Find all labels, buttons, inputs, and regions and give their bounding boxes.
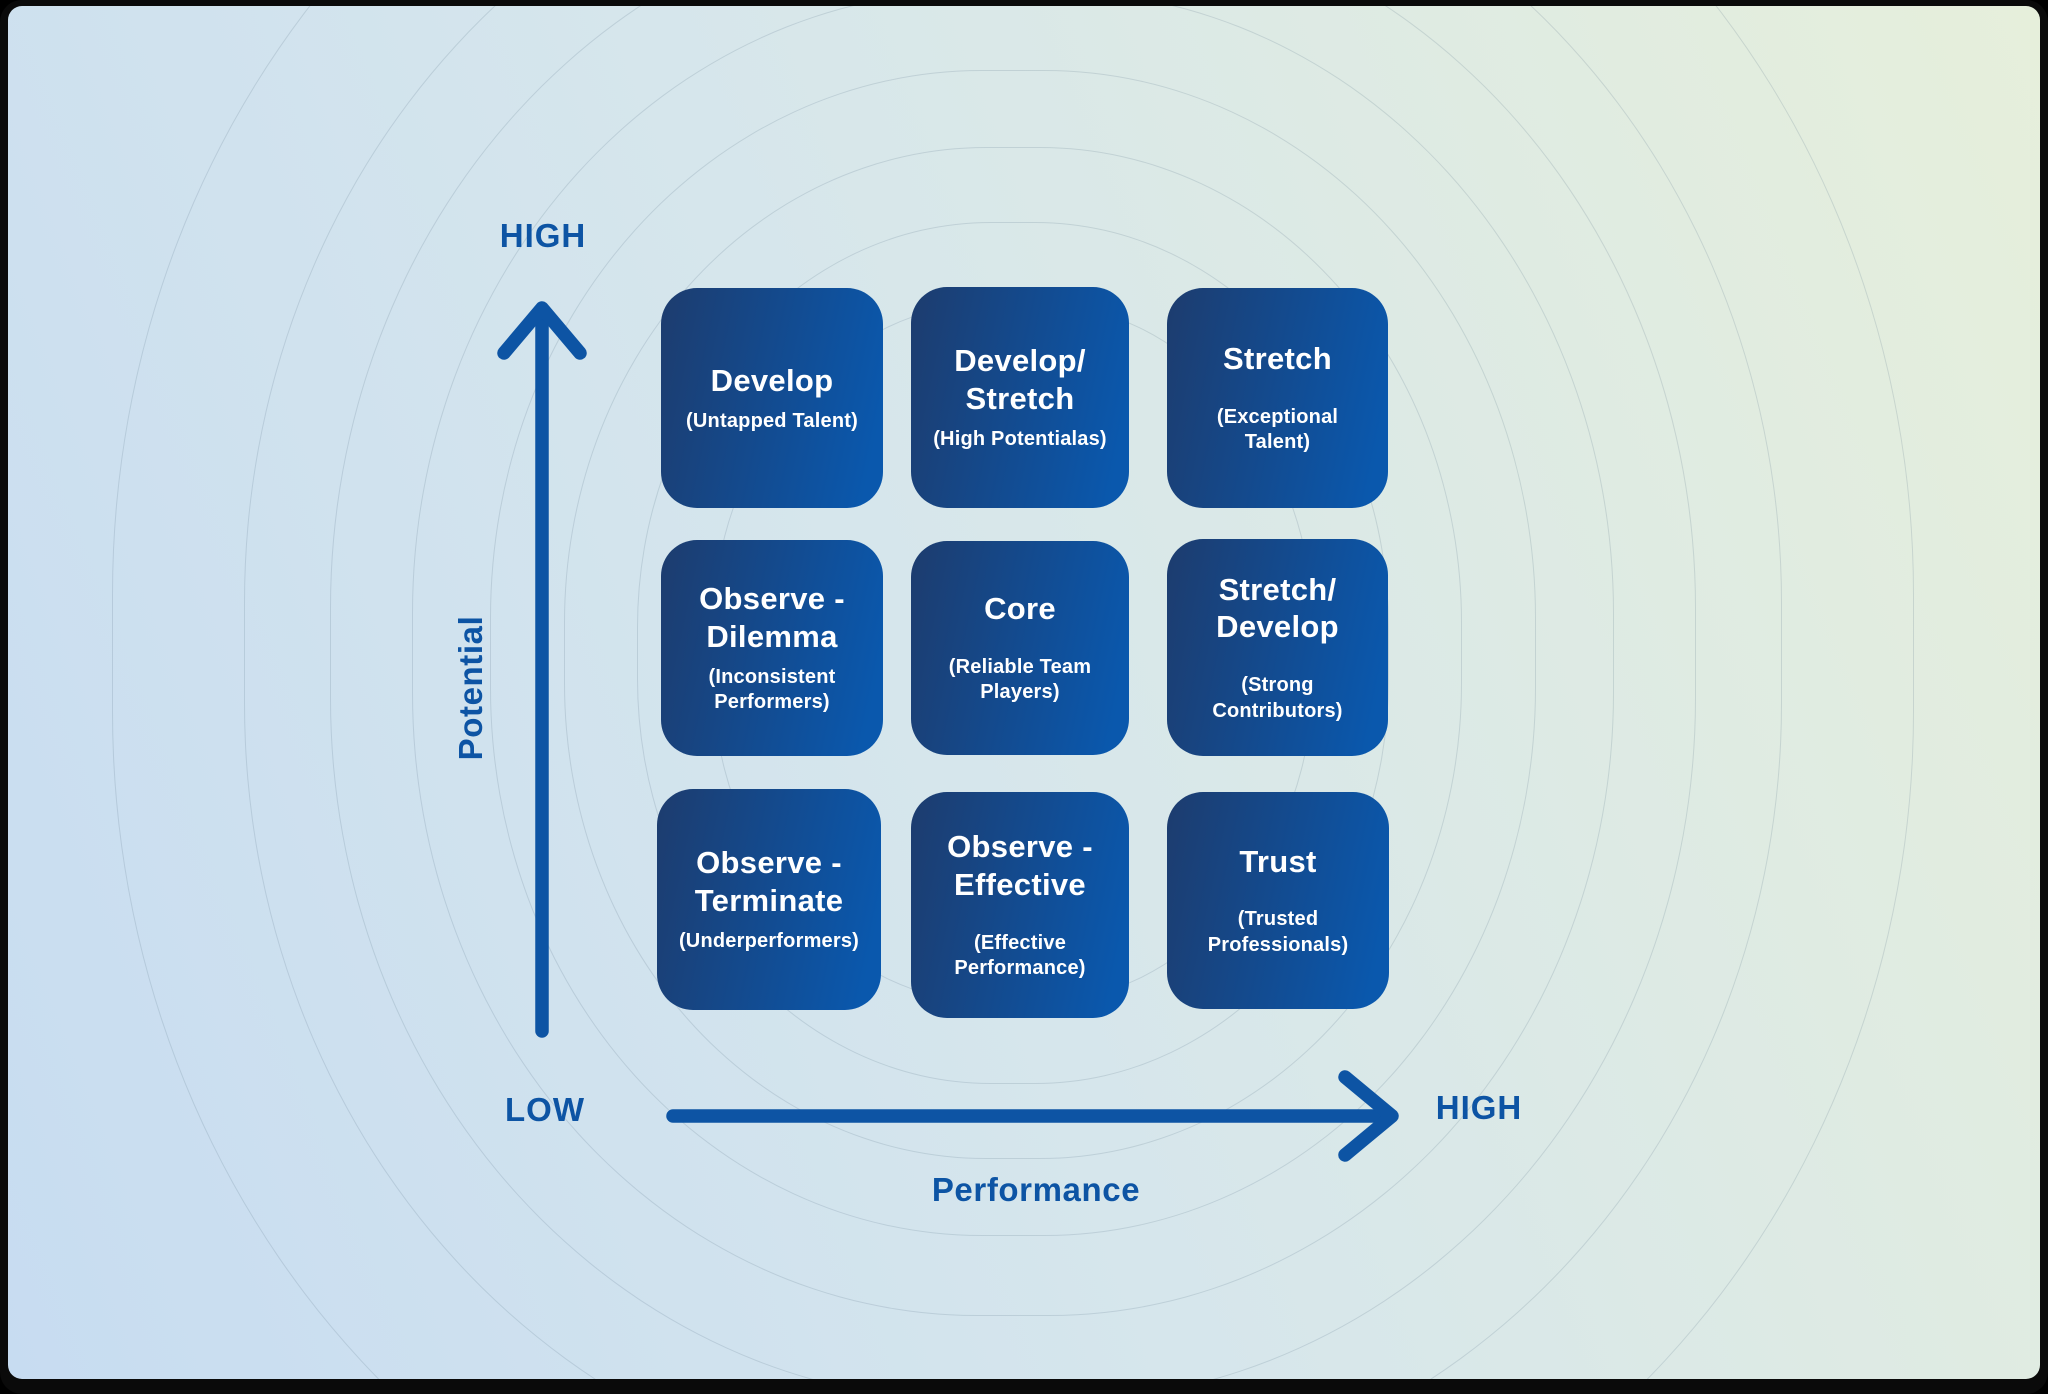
x-axis-high-label: HIGH xyxy=(1435,1089,1523,1126)
matrix-box-observe-terminate: Observe - Terminate (Underperformers) xyxy=(657,789,881,1010)
box-title: Observe - Dilemma xyxy=(699,581,845,654)
box-subtitle: (Inconsistent Performers) xyxy=(708,665,836,714)
box-title: Stretch xyxy=(1223,341,1332,376)
matrix-box-trust: Trust (Trusted Professionals) xyxy=(1167,792,1389,1009)
x-axis-low-label: LOW xyxy=(505,1091,585,1128)
y-axis-high-label: HIGH xyxy=(499,217,587,254)
box-subtitle: (High Potentialas) xyxy=(933,428,1107,451)
box-subtitle: (Untapped Talent) xyxy=(686,409,858,432)
box-subtitle: (Exceptional Talent) xyxy=(1216,405,1339,454)
box-title: Core xyxy=(984,591,1056,626)
matrix-box-observe-dilemma: Observe - Dilemma (Inconsistent Performe… xyxy=(661,540,883,756)
box-title: Observe - Terminate xyxy=(694,845,844,919)
box-subtitle: (Strong Contributors) xyxy=(1212,674,1343,722)
matrix-box-observe-effective: Observe - Effective (Effective Performan… xyxy=(911,792,1129,1018)
matrix-box-develop-stretch: Develop/ Stretch (High Potentialas) xyxy=(911,287,1129,508)
matrix-box-core: Core (Reliable Team Players) xyxy=(911,541,1129,755)
box-title: Stretch/ Develop xyxy=(1216,571,1339,645)
matrix-box-stretch-develop: Stretch/ Develop (Strong Contributors) xyxy=(1167,539,1388,756)
box-subtitle: (Reliable Team Players) xyxy=(948,655,1092,704)
box-subtitle: (Trusted Professionals) xyxy=(1207,908,1349,956)
box-title: Trust xyxy=(1239,843,1317,879)
y-axis-title: Potential xyxy=(452,615,489,761)
x-axis-title: Performance xyxy=(931,1171,1141,1208)
box-title: Develop/ Stretch xyxy=(954,343,1086,417)
box-title: Observe - Effective xyxy=(947,829,1093,902)
matrix-box-develop: Develop (Untapped Talent) xyxy=(661,288,883,508)
matrix-box-stretch: Stretch (Exceptional Talent) xyxy=(1167,288,1388,508)
box-subtitle: (Underperformers) xyxy=(678,930,860,953)
box-title: Develop xyxy=(710,362,834,398)
box-subtitle: (Effective Performance) xyxy=(954,931,1086,980)
